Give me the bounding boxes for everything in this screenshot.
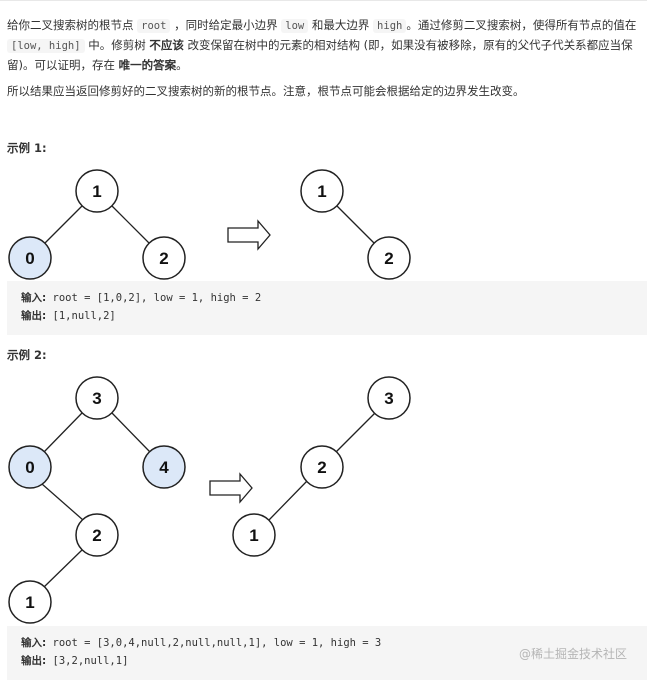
desc-text-3: 和最大边界 [311, 18, 370, 32]
edge [43, 205, 83, 245]
example-1-diagram: 1 0 2 1 2 [8, 169, 411, 280]
example-2-title: 示例 2: [7, 348, 47, 362]
example-2-output-line: 输出: [3,2,null,1] [21, 652, 633, 670]
edge [111, 412, 151, 453]
tree-node: 2 [75, 513, 119, 557]
code-high: high [373, 19, 407, 33]
svg-text:2: 2 [159, 249, 168, 268]
desc-text-6: 改变保留在树中的元素的相对结构 (即，如果没有被移除，原有的父代子代关系都应当保… [7, 38, 633, 72]
description-note: 所以结果应当返回修剪好的二叉搜索树的新的根节点。注意，根节点可能会根据给定的边界… [7, 82, 639, 101]
code-low: low [281, 19, 309, 33]
edge [335, 412, 376, 453]
desc-text-2: ，同时给定最小边界 [174, 18, 278, 32]
example-1-input-line: 输入: root = [1,0,2], low = 1, high = 2 [21, 289, 633, 307]
svg-text:3: 3 [384, 389, 393, 408]
input-label: 输入: [21, 637, 47, 649]
tree-node-removed: 0 [8, 445, 52, 489]
svg-text:0: 0 [25, 249, 34, 268]
desc-text-7: 。 [176, 58, 188, 72]
output-label: 输出: [21, 655, 47, 667]
svg-text:4: 4 [159, 458, 169, 477]
right-arrow-icon [227, 219, 271, 251]
output-value: [3,2,null,1] [52, 655, 129, 667]
tree-node: 1 [232, 513, 276, 557]
code-range: [low, high] [7, 39, 85, 53]
desc-note-text: 所以结果应当返回修剪好的二叉搜索树的新的根节点。注意，根节点可能会根据给定的边界… [7, 84, 525, 98]
input-value: root = [3,0,4,null,2,null,null,1], low =… [52, 637, 382, 649]
desc-text-1: 给你二叉搜索树的根节点 [7, 18, 134, 32]
bold-not-should: 不应该 [149, 38, 184, 52]
desc-text-5: 中。修剪树 [88, 38, 146, 52]
watermark: @稀土掘金技术社区 [518, 647, 627, 661]
svg-text:1: 1 [25, 593, 34, 612]
tree-node: 1 [75, 169, 119, 213]
example-2-io-box: 输入: root = [3,0,4,null,2,null,null,1], l… [7, 626, 647, 680]
svg-text:3: 3 [92, 389, 101, 408]
example-2-diagram: 3 0 4 2 1 3 2 1 [8, 376, 411, 624]
tree-node-removed: 0 [8, 236, 52, 280]
example-1-title: 示例 1: [7, 141, 47, 155]
example-1-output-line: 输出: [1,null,2] [21, 307, 633, 325]
tree-node: 1 [300, 169, 344, 213]
output-value: [1,null,2] [52, 310, 116, 322]
tree-node: 2 [142, 236, 186, 280]
example-2-input-line: 输入: root = [3,0,4,null,2,null,null,1], l… [21, 634, 633, 652]
svg-text:1: 1 [249, 526, 258, 545]
bold-unique-answer: 唯一的答案 [118, 58, 177, 72]
problem-description: 给你二叉搜索树的根节点 root ，同时给定最小边界 low 和最大边界 hig… [7, 16, 639, 75]
top-divider [0, 0, 647, 1]
code-root: root [137, 19, 171, 33]
edge [268, 480, 308, 521]
svg-text:1: 1 [317, 182, 326, 201]
edge [43, 412, 83, 453]
desc-text-4: 。通过修剪二叉搜索树，使得所有节点的值在 [406, 18, 637, 32]
edge [43, 549, 83, 588]
example-1-io-box: 输入: root = [1,0,2], low = 1, high = 2 输出… [7, 281, 647, 335]
svg-text:1: 1 [92, 182, 101, 201]
tree-node: 1 [8, 580, 52, 624]
output-label: 输出: [21, 310, 47, 322]
tree-node: 3 [75, 376, 119, 420]
tree-node: 2 [367, 236, 411, 280]
edge [111, 205, 151, 245]
svg-text:2: 2 [92, 526, 101, 545]
svg-text:0: 0 [25, 458, 34, 477]
input-label: 输入: [21, 292, 47, 304]
input-value: root = [1,0,2], low = 1, high = 2 [52, 292, 262, 304]
svg-text:2: 2 [384, 249, 393, 268]
right-arrow-icon [209, 472, 253, 504]
svg-text:2: 2 [317, 458, 326, 477]
tree-node: 3 [367, 376, 411, 420]
edge [336, 205, 376, 245]
tree-node: 2 [300, 445, 344, 489]
tree-node-removed: 4 [142, 445, 186, 489]
edge [41, 483, 84, 521]
